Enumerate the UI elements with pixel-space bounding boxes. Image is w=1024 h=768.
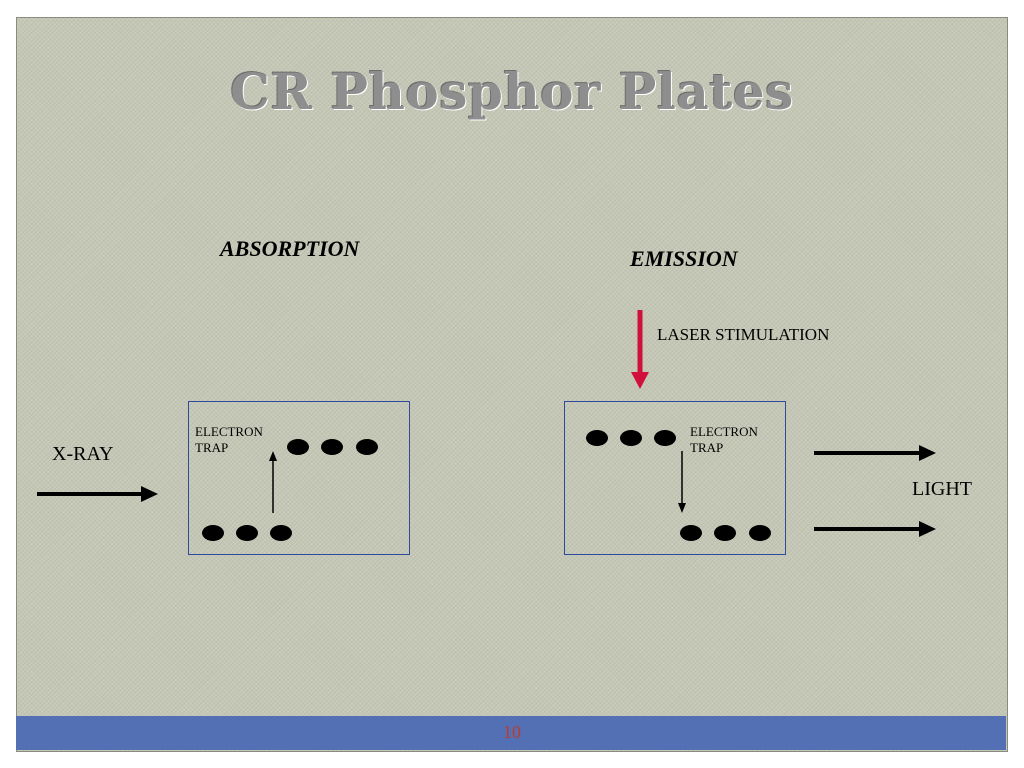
slide-title: CR Phosphor Plates [230, 62, 794, 121]
trapped-electron [654, 430, 676, 446]
trapped-electron [620, 430, 642, 446]
laser-arrow [631, 310, 649, 389]
trapped-electron [586, 430, 608, 446]
slide-background [16, 17, 1008, 752]
released-electron [749, 525, 771, 541]
laser-stimulation-label: LASER STIMULATION [657, 325, 830, 344]
absorption-heading: ABSORPTION [220, 236, 360, 261]
trapped-electron [356, 439, 378, 455]
x-ray-label: X-RAY [52, 443, 114, 465]
light-arrow-lower [814, 521, 936, 537]
absorption-trap-label-line2: TRAP [195, 440, 229, 455]
absorption-trap-label-line1: ELECTRON [195, 424, 263, 439]
absorption-phosphor-box [188, 401, 410, 555]
light-arrow-upper [814, 445, 936, 461]
trapped-electron [287, 439, 309, 455]
ground-electron [270, 525, 292, 541]
released-electron [680, 525, 702, 541]
emission-heading: EMISSION [630, 246, 738, 271]
trapped-electron [321, 439, 343, 455]
ground-electron [202, 525, 224, 541]
ground-electron [236, 525, 258, 541]
released-electron [714, 525, 736, 541]
emission-phosphor-box [564, 401, 786, 555]
de-excitation-arrow [678, 451, 686, 513]
light-label: LIGHT [912, 478, 972, 500]
emission-trap-label-line1: ELECTRON [690, 424, 758, 439]
page-number: 10 [503, 722, 521, 742]
emission-trap-label-line2: TRAP [690, 440, 724, 455]
x-ray-arrow [37, 486, 158, 502]
excitation-arrow [269, 451, 277, 513]
footer-bar [16, 716, 1006, 750]
